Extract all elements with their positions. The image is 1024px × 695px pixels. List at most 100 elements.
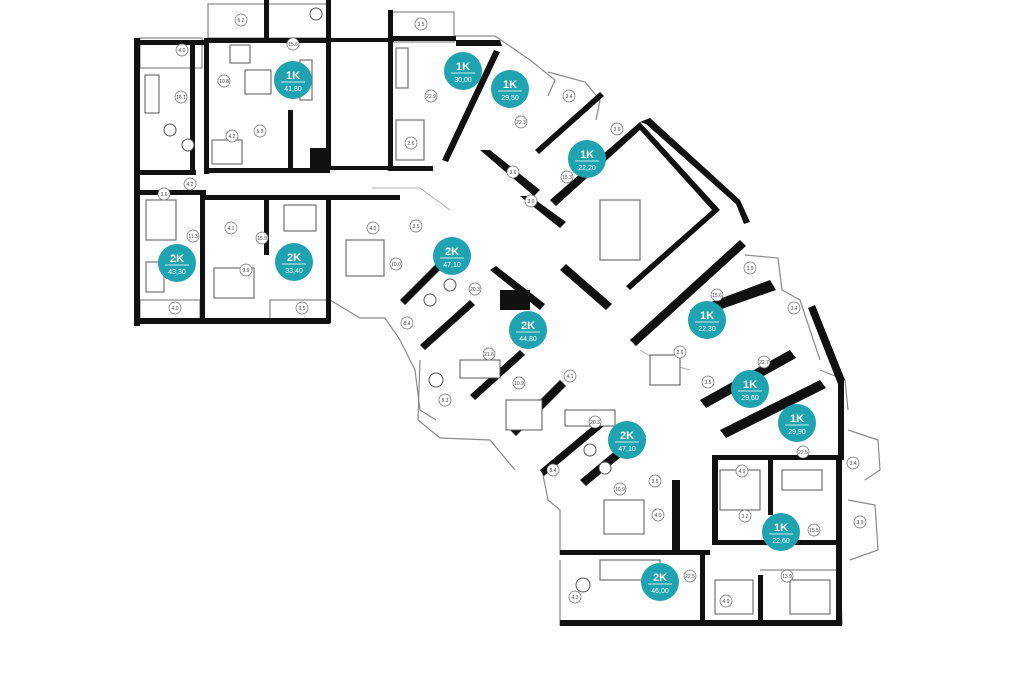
room-area-label: 3.5 [648,474,662,488]
apartment-marker[interactable]: 2K 47,10 [608,421,646,459]
svg-text:21.6: 21.6 [484,352,494,358]
room-area-label: 4.2 [225,129,239,143]
apartment-marker[interactable]: 1K 29,60 [731,370,769,408]
room-area-label: 4.0 [175,43,189,57]
furniture [144,7,831,615]
room-area-label: 13.9 [780,569,794,583]
svg-text:43,30: 43,30 [168,269,186,276]
room-area-label: 22.7 [757,355,771,369]
svg-text:3.4: 3.4 [566,94,573,100]
svg-text:3.9: 3.9 [614,127,621,133]
svg-text:3.6: 3.6 [161,192,168,198]
svg-text:29,60: 29,60 [741,395,759,402]
svg-text:2K: 2K [653,572,667,584]
svg-text:1K: 1K [790,413,804,425]
svg-text:44,80: 44,80 [519,336,537,343]
svg-text:15.6: 15.6 [712,293,722,299]
svg-text:20.3: 20.3 [590,420,600,426]
apartment-marker[interactable]: 1K 22,20 [568,140,606,178]
room-area-label: 3.5 [409,219,423,233]
svg-text:2K: 2K [620,430,634,442]
room-area-label: 4.9 [719,594,733,608]
svg-text:29,90: 29,90 [788,429,806,436]
apartment-marker[interactable]: 2K 44,80 [509,311,547,349]
room-area-label: 8.4 [546,463,560,477]
svg-text:4.2: 4.2 [187,182,194,188]
svg-text:2.6: 2.6 [677,350,684,356]
svg-text:9.9: 9.9 [243,268,250,274]
apartment-marker[interactable]: 1K 29,90 [778,404,816,442]
svg-text:30,00: 30,00 [454,77,472,84]
room-area-label: 4.1 [563,369,577,383]
svg-text:4.0: 4.0 [655,513,662,519]
apartment-marker[interactable]: 1K 29,50 [491,70,529,108]
svg-text:3.0: 3.0 [528,199,535,205]
room-area-label: 10.0 [389,257,403,271]
svg-text:10.9: 10.9 [615,487,625,493]
svg-text:5.9: 5.9 [257,129,264,135]
svg-text:15.9: 15.9 [257,236,267,242]
svg-text:10.8: 10.8 [219,79,229,85]
room-area-label: 3.5 [414,17,428,31]
apartment-marker[interactable]: 2K 47,10 [433,237,471,275]
room-area-label: 22.3 [514,115,528,129]
svg-text:22,60: 22,60 [772,538,790,545]
apartment-marker[interactable]: 1K 30,00 [444,52,482,90]
room-area-label: 8.4 [400,316,414,330]
svg-text:22,30: 22,30 [698,326,716,333]
svg-text:41,80: 41,80 [284,86,302,93]
apartment-marker[interactable]: 1K 22,60 [762,513,800,551]
room-area-label: 15.3 [560,170,574,184]
svg-text:11.3: 11.3 [188,234,198,240]
svg-text:4.0: 4.0 [172,306,179,312]
svg-text:22.7: 22.7 [759,360,769,366]
svg-text:2K: 2K [521,320,535,332]
room-area-label: 4.0 [651,508,665,522]
svg-text:33,40: 33,40 [285,268,303,275]
room-area-label: 3.6 [506,165,520,179]
svg-text:2.6: 2.6 [408,141,415,147]
room-area-label: 10.9 [512,376,526,390]
svg-text:22.3: 22.3 [516,120,526,126]
svg-text:3.5: 3.5 [418,22,425,28]
svg-text:8.4: 8.4 [550,468,557,474]
svg-text:4.2: 4.2 [229,134,236,140]
room-area-label: 20.3 [468,282,482,296]
svg-text:20.3: 20.3 [470,287,480,293]
room-area-label: 15.6 [710,288,724,302]
svg-text:1K: 1K [503,79,517,91]
svg-text:3.2: 3.2 [742,514,749,520]
room-area-label: 22.5 [796,445,810,459]
apartment-marker[interactable]: 1K 22,30 [688,301,726,339]
svg-text:2K: 2K [445,246,459,258]
walls [134,0,845,626]
svg-text:13.9: 13.9 [782,574,792,580]
svg-text:1K: 1K [286,70,300,82]
svg-text:4.1: 4.1 [228,226,235,232]
room-area-label: 4.1 [224,221,238,235]
room-area-label: 4.9 [735,464,749,478]
apartment-marker[interactable]: 2K 46,00 [641,563,679,601]
apartment-marker[interactable]: 2K 43,30 [158,244,196,282]
svg-text:15.5: 15.5 [809,528,819,534]
svg-text:2K: 2K [287,252,301,264]
apartment-marker[interactable]: 1K 41,80 [274,61,312,99]
apartment-marker[interactable]: 2K 33,40 [275,243,313,281]
room-area-label: 3.9 [743,261,757,275]
svg-text:16.1: 16.1 [176,95,186,101]
room-area-label: 2.6 [404,136,418,150]
room-area-label: 10.9 [613,482,627,496]
room-area-label: 10.8 [217,74,231,88]
svg-text:3.5: 3.5 [652,479,659,485]
apartment-markers: 1K 41,80 1K 30,00 1K 29,50 1K 22,20 2K 4… [158,52,816,601]
svg-text:3.5: 3.5 [299,306,306,312]
svg-text:8.4: 8.4 [404,321,411,327]
room-area-label: 3.9 [610,122,624,136]
svg-text:47,10: 47,10 [618,446,636,453]
svg-text:3.5: 3.5 [705,380,712,386]
room-area-label: 15.9 [255,231,269,245]
svg-text:3.4: 3.4 [850,461,857,467]
room-area-label: 4.2 [183,177,197,191]
svg-text:1K: 1K [743,379,757,391]
